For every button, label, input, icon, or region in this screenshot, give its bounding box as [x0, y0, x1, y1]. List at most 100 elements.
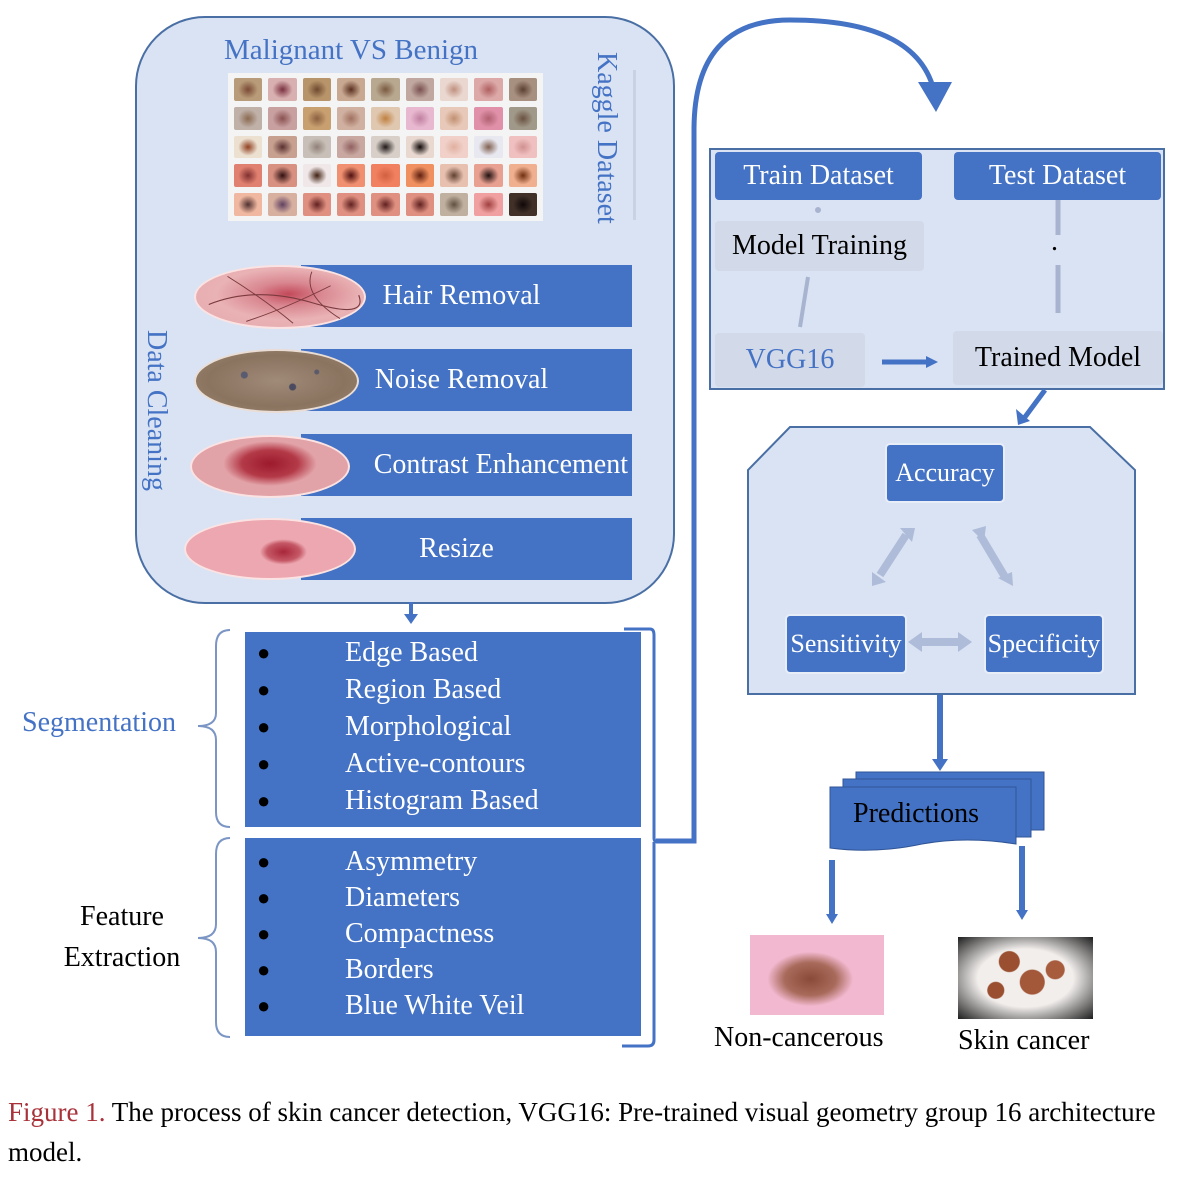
loop-arrow-line: [656, 17, 938, 844]
dermoscopy-thumbnail: [371, 106, 400, 130]
train-dataset-box: Train Dataset: [715, 152, 922, 200]
dermoscopy-thumbnail: [508, 106, 537, 130]
dermoscopy-thumbnail: [371, 164, 400, 188]
specificity-box: Specificity: [984, 614, 1104, 674]
dermoscopy-thumbnail: [474, 164, 503, 188]
non-cancerous-image: [750, 935, 884, 1015]
sensitivity-label: Sensitivity: [790, 629, 902, 658]
dermoscopy-thumbnail: [474, 135, 503, 159]
skin-cancer-arrow: [1016, 846, 1028, 920]
bullet-icon: ●: [257, 639, 271, 665]
dermoscopy-thumbnail: [268, 106, 297, 130]
dermoscopy-thumbnail: [234, 78, 263, 101]
vgg16-box: VGG16: [715, 333, 865, 387]
metric-relations: [872, 526, 1013, 652]
resize-label: Resize: [419, 533, 494, 564]
dermoscopy-thumbnail: [440, 135, 469, 159]
bullet-icon: ●: [257, 713, 271, 739]
dermoscopy-thumbnail: [440, 106, 469, 130]
dermoscopy-thumbnail: [337, 78, 366, 101]
bidirectional-arrow-icon: [972, 526, 1013, 586]
flow-connector: [622, 17, 952, 1048]
loop-arrow-head-icon: [918, 82, 952, 112]
feature-extraction-brace-icon: [197, 837, 231, 1038]
skin-cancer-image: [958, 937, 1093, 1019]
hair-removal-label: Hair Removal: [382, 280, 541, 311]
dermoscopy-thumbnail: [268, 193, 297, 216]
dermoscopy-thumbnail: [268, 164, 297, 188]
dermoscopy-thumbnail: [405, 106, 434, 130]
predictions-multidocument-shape: [829, 771, 1045, 851]
predictions-label: Predictions: [853, 798, 979, 829]
train-connector-dot: [815, 207, 821, 213]
non-cancerous-arrow: [826, 860, 838, 924]
bidirectional-arrow-icon: [872, 528, 915, 586]
bullet-icon: ●: [257, 787, 271, 813]
figure-number: Figure 1.: [8, 1097, 106, 1127]
bullet-icon: ●: [257, 750, 271, 776]
bullet-icon: ●: [257, 676, 271, 702]
specificity-label: Specificity: [987, 629, 1101, 658]
dermoscopy-thumbnail: [440, 193, 469, 216]
dermoscopy-thumbnail: [302, 193, 331, 216]
contrast-enhancement-image: [190, 435, 350, 498]
dermoscopy-thumbnail: [302, 78, 331, 101]
dermoscopy-thumbnail: [405, 164, 434, 188]
segmentation-item: Histogram Based: [345, 784, 539, 816]
sensitivity-box: Sensitivity: [785, 614, 907, 674]
test-dataset-box: Test Dataset: [954, 152, 1161, 200]
list-item: ●Blue White Veil: [245, 988, 641, 1024]
figure-caption: Figure 1. The process of skin cancer det…: [8, 1092, 1193, 1172]
dermoscopy-thumbnail: [474, 78, 503, 101]
kaggle-dataset-label: Kaggle Dataset: [591, 52, 622, 224]
train-dataset-label: Train Dataset: [743, 160, 894, 191]
list-item: ● Active-contours: [245, 745, 641, 782]
resize-image: [184, 518, 356, 580]
dermoscopy-thumbnail: [234, 164, 263, 188]
feature-label-line2: Extraction: [63, 942, 181, 973]
model-connectors: [798, 200, 1061, 425]
feature-item: Borders: [345, 954, 434, 985]
segmentation-item: Edge Based: [345, 636, 478, 668]
dermoscopy-thumbnail: [508, 164, 537, 188]
hair-removal-step: Hair Removal: [300, 264, 633, 328]
feature-extraction-list: ●Asymmetry ●Diameters ●Compactness ●Bord…: [245, 838, 641, 1036]
dermoscopy-thumbnail: [371, 78, 400, 101]
hair-removal-image: [194, 265, 366, 329]
list-item: ● Edge Based: [245, 634, 641, 671]
dermoscopy-thumbnail-grid: [228, 73, 543, 221]
list-item: ●Borders: [245, 952, 641, 988]
trained-model-box: Trained Model: [953, 331, 1163, 385]
model-training-box: Model Training: [715, 221, 924, 271]
list-item: ●Morphological: [245, 708, 641, 745]
list-item: ●Region Based: [245, 671, 641, 708]
non-cancerous-label: Non-cancerous: [714, 1022, 884, 1053]
bullet-icon: ●: [257, 885, 271, 910]
dermoscopy-thumbnail: [337, 135, 366, 159]
dermoscopy-thumbnail: [337, 106, 366, 130]
data-cleaning-label: Data Cleaning: [141, 330, 172, 491]
dermoscopy-thumbnail: [268, 135, 297, 159]
dermoscopy-thumbnail: [268, 78, 297, 101]
bidirectional-arrow-icon: [908, 632, 972, 652]
dermoscopy-thumbnail: [474, 193, 503, 216]
bullet-icon: ●: [257, 921, 271, 946]
dermoscopy-thumbnail: [302, 135, 331, 159]
segmentation-brace-icon: [197, 629, 231, 828]
dermoscopy-thumbnail: [405, 78, 434, 101]
dermoscopy-thumbnail: [337, 193, 366, 216]
feature-item: Blue White Veil: [345, 990, 525, 1021]
contrast-enhancement-step: Contrast Enhancement: [300, 433, 633, 497]
feature-item: Diameters: [345, 882, 461, 913]
dermoscopy-thumbnail: [371, 193, 400, 216]
dermoscopy-thumbnail: [337, 164, 366, 188]
dermoscopy-thumbnail: [371, 135, 400, 159]
hair-strands-icon: [208, 271, 361, 324]
trained-to-metrics-arrow-head-icon: [1016, 409, 1030, 425]
dermoscopy-thumbnail: [302, 106, 331, 130]
dermoscopy-thumbnail: [508, 193, 537, 216]
segmentation-label: Segmentation: [22, 707, 176, 738]
accuracy-box: Accuracy: [885, 443, 1005, 503]
down-arrow-icon: [404, 602, 418, 624]
segmentation-item: Active-contours: [345, 747, 526, 779]
